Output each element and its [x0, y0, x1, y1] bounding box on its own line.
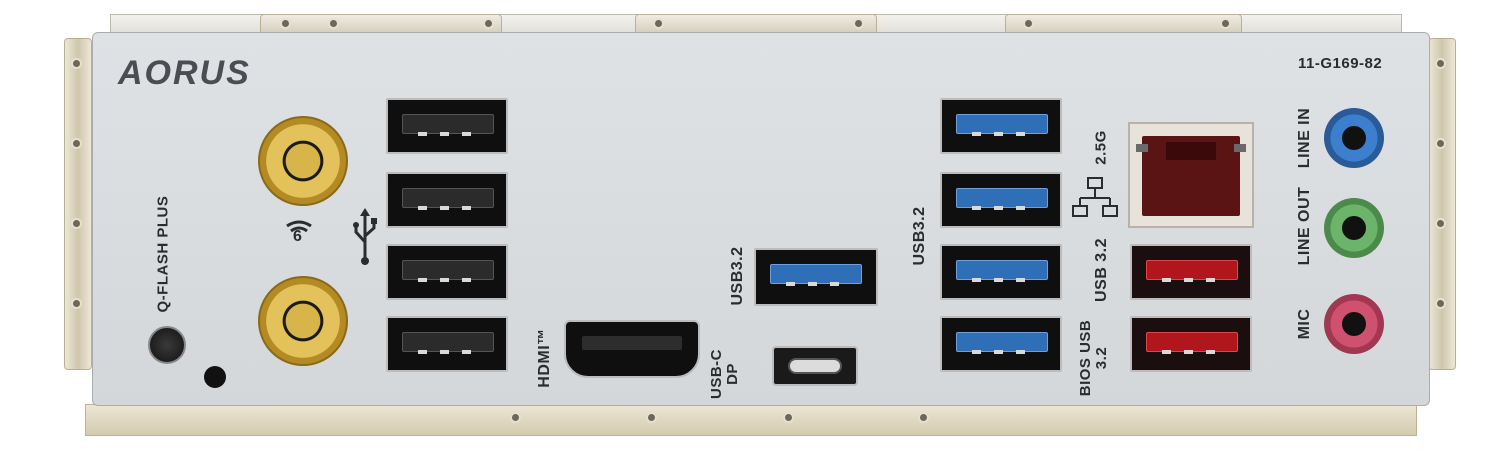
line-out-label: LINE OUT [1296, 186, 1313, 266]
rivet [485, 20, 492, 27]
usb32-label-stack: USB3.2 [911, 206, 928, 266]
usb2-port-1[interactable] [386, 98, 508, 154]
rivet [1437, 220, 1444, 227]
line-in-label: LINE IN [1296, 107, 1313, 169]
rivet [73, 220, 80, 227]
brand-logo: AORUS [118, 54, 251, 92]
lan-speed-label: 2.5G [1092, 130, 1110, 165]
rivet [73, 300, 80, 307]
clear-cmos-hole[interactable] [204, 366, 226, 388]
rivet [1437, 60, 1444, 67]
mic-jack[interactable] [1324, 294, 1384, 354]
wifi-antenna-connector-2[interactable] [258, 276, 348, 366]
rivet [655, 20, 662, 27]
hdmi-label: HDMI™ [536, 328, 553, 388]
usb32-red-label: USB 3.2 [1093, 238, 1110, 302]
rivet [1025, 20, 1032, 27]
hdmi-port[interactable] [564, 320, 700, 378]
frame-right-side [1428, 38, 1456, 370]
usb32-port-2[interactable] [940, 172, 1062, 228]
usb-trident-icon [352, 208, 378, 266]
rivet [1222, 20, 1229, 27]
usb32-port-1[interactable] [940, 98, 1062, 154]
q-flash-plus-button[interactable] [148, 326, 186, 364]
part-number: 11-G169-82 [1298, 55, 1383, 72]
rivet [1437, 140, 1444, 147]
line-out-jack[interactable] [1324, 198, 1384, 258]
lan-port-2-5g[interactable] [1128, 122, 1254, 228]
rivet [1437, 300, 1444, 307]
rivet [330, 20, 337, 27]
usb32-label-single: USB3.2 [729, 246, 746, 306]
bios-usb32-label: BIOS USB 3.2 [1077, 319, 1110, 397]
rivet [920, 414, 927, 421]
wifi6-label: 6 [293, 228, 303, 245]
usb2-port-3[interactable] [386, 244, 508, 300]
network-icon [1072, 176, 1118, 222]
usb2-port-4[interactable] [386, 316, 508, 372]
usb32-port-single[interactable] [754, 248, 878, 306]
rivet [73, 60, 80, 67]
usb2-port-2[interactable] [386, 172, 508, 228]
rivet [648, 414, 655, 421]
frame-bottom-rail [85, 404, 1417, 436]
rivet [512, 414, 519, 421]
bios-usb-port[interactable] [1130, 316, 1252, 372]
mic-label: MIC [1296, 308, 1313, 340]
rivet [282, 20, 289, 27]
usb-c-dp-label: USB-C DP [708, 349, 741, 399]
wifi6-icon: 6 [284, 218, 314, 248]
rivet [855, 20, 862, 27]
wifi-antenna-connector-1[interactable] [258, 116, 348, 206]
usb32-port-4[interactable] [940, 316, 1062, 372]
frame-left-side [64, 38, 92, 370]
rivet [73, 140, 80, 147]
usb32-red-port[interactable] [1130, 244, 1252, 300]
rivet [785, 414, 792, 421]
q-flash-plus-label: Q-FLASH PLUS [154, 195, 172, 313]
usb-c-port[interactable] [772, 346, 858, 386]
usb32-port-3[interactable] [940, 244, 1062, 300]
line-in-jack[interactable] [1324, 108, 1384, 168]
